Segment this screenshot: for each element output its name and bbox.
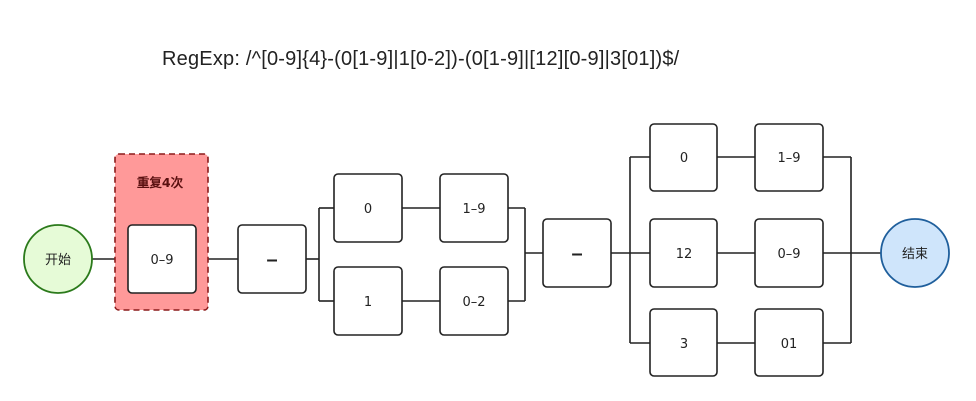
node-day-c-second-label: 01 (781, 337, 798, 352)
end-label: 结束 (902, 247, 928, 262)
node-day-a-first (649, 123, 718, 192)
node-month-b-second (439, 266, 509, 336)
start-node (23, 224, 93, 294)
node-month-a-second (439, 173, 509, 243)
node-day-c-first-label: 3 (680, 337, 688, 352)
node-day-b-first (649, 218, 718, 288)
node-day-b-second-label: 0–9 (777, 247, 800, 262)
node-separator-1-label: – (266, 249, 277, 271)
node-day-a-second (754, 123, 824, 192)
node-separator-2-label: – (571, 243, 582, 265)
node-day-b-first-label: 12 (676, 247, 693, 262)
node-month-a-first-label: 0 (364, 202, 372, 217)
node-month-a-first (333, 173, 403, 243)
node-day-a-first-label: 0 (680, 151, 688, 166)
node-day-b-second (754, 218, 824, 288)
node-day-c-first (649, 308, 718, 377)
end-node (880, 218, 950, 288)
repeat-group-label: 重复4次 (137, 175, 184, 190)
node-year-digit (127, 224, 197, 294)
node-year-digit-label: 0–9 (150, 253, 173, 268)
node-month-a-second-label: 1–9 (462, 202, 485, 217)
regexp-title: RegExp: /^[0-9]{4}-(0[1-9]|1[0-2])-(0[1-… (162, 48, 680, 70)
node-separator-1 (237, 224, 307, 294)
node-day-a-second-label: 1–9 (777, 151, 800, 166)
node-separator-2 (542, 218, 612, 288)
node-day-c-second (754, 308, 824, 377)
node-month-b-second-label: 0–2 (462, 295, 485, 310)
node-month-b-first (333, 266, 403, 336)
start-label: 开始 (45, 253, 71, 268)
connectors (92, 156, 881, 344)
node-month-b-first-label: 1 (364, 295, 372, 310)
